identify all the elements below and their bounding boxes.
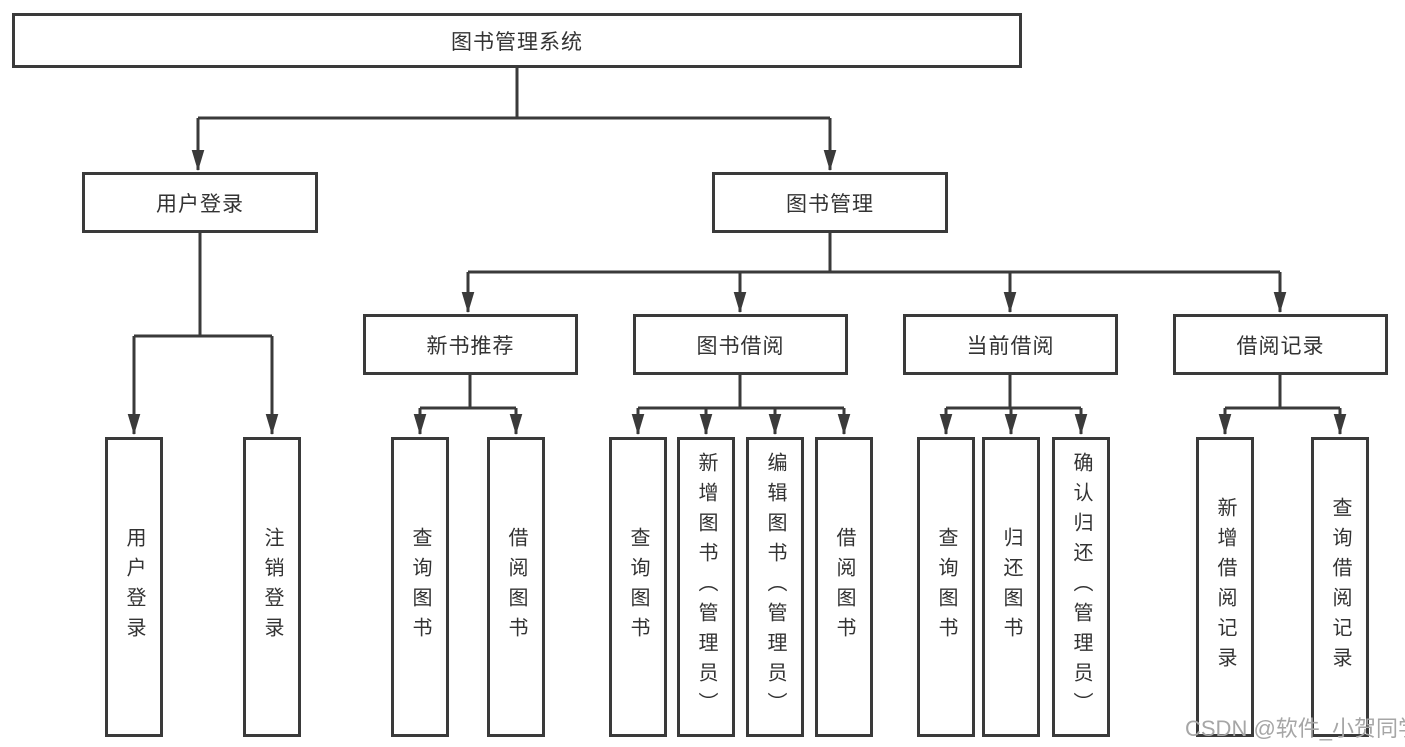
leaf-user-login-label: 用户登录 bbox=[123, 527, 145, 647]
watermark: CSDN @软件_小贺同学 bbox=[1185, 711, 1405, 743]
leaf-logout-login-label: 注销登录 bbox=[261, 527, 283, 647]
leaf-borrow-borrow-book: 借阅图书 bbox=[815, 437, 873, 737]
leaf-borrow-add-book-admin: 新增图书（管理员） bbox=[677, 437, 735, 737]
node-book-mgmt: 图书管理 bbox=[712, 172, 948, 233]
leaf-borrow-query-book: 查询图书 bbox=[609, 437, 667, 737]
leaf-borrow-edit-book-admin-label: 编辑图书（管理员） bbox=[764, 452, 786, 722]
node-root-label: 图书管理系统 bbox=[451, 30, 583, 54]
leaf-borrow-borrow-book-label: 借阅图书 bbox=[833, 527, 855, 647]
leaf-current-query-book-label: 查询图书 bbox=[935, 527, 957, 647]
node-current-borrow: 当前借阅 bbox=[903, 314, 1118, 375]
node-current-borrow-label: 当前借阅 bbox=[966, 334, 1055, 358]
leaf-borrow-edit-book-admin: 编辑图书（管理员） bbox=[746, 437, 804, 737]
leaf-current-return-book: 归还图书 bbox=[982, 437, 1040, 737]
leaf-newbook-borrow-book: 借阅图书 bbox=[487, 437, 545, 737]
leaf-current-return-book-label: 归还图书 bbox=[1000, 527, 1022, 647]
node-new-book-recommend: 新书推荐 bbox=[363, 314, 578, 375]
leaf-record-add-borrow-record-label: 新增借阅记录 bbox=[1214, 497, 1236, 677]
node-user-login: 用户登录 bbox=[82, 172, 318, 233]
node-book-borrow-label: 图书借阅 bbox=[696, 334, 785, 358]
node-borrow-record-label: 借阅记录 bbox=[1236, 334, 1325, 358]
leaf-newbook-query-book-label: 查询图书 bbox=[409, 527, 431, 647]
leaf-logout-login: 注销登录 bbox=[243, 437, 301, 737]
node-new-book-recommend-label: 新书推荐 bbox=[426, 334, 515, 358]
leaf-current-confirm-return-admin: 确认归还（管理员） bbox=[1052, 437, 1110, 737]
node-user-login-label: 用户登录 bbox=[156, 192, 244, 216]
leaf-newbook-query-book: 查询图书 bbox=[391, 437, 449, 737]
leaf-current-confirm-return-admin-label: 确认归还（管理员） bbox=[1070, 452, 1092, 722]
leaf-record-add-borrow-record: 新增借阅记录 bbox=[1196, 437, 1254, 737]
leaf-borrow-query-book-label: 查询图书 bbox=[627, 527, 649, 647]
leaf-newbook-borrow-book-label: 借阅图书 bbox=[505, 527, 527, 647]
leaf-borrow-add-book-admin-label: 新增图书（管理员） bbox=[695, 452, 717, 722]
node-borrow-record: 借阅记录 bbox=[1173, 314, 1388, 375]
node-book-mgmt-label: 图书管理 bbox=[786, 192, 874, 216]
leaf-current-query-book: 查询图书 bbox=[917, 437, 975, 737]
leaf-record-query-borrow-record: 查询借阅记录 bbox=[1311, 437, 1369, 737]
leaf-user-login: 用户登录 bbox=[105, 437, 163, 737]
node-root: 图书管理系统 bbox=[12, 13, 1022, 68]
leaf-record-query-borrow-record-label: 查询借阅记录 bbox=[1329, 497, 1351, 677]
node-book-borrow: 图书借阅 bbox=[633, 314, 848, 375]
watermark-text: CSDN @软件_小贺同学 bbox=[1185, 716, 1405, 741]
